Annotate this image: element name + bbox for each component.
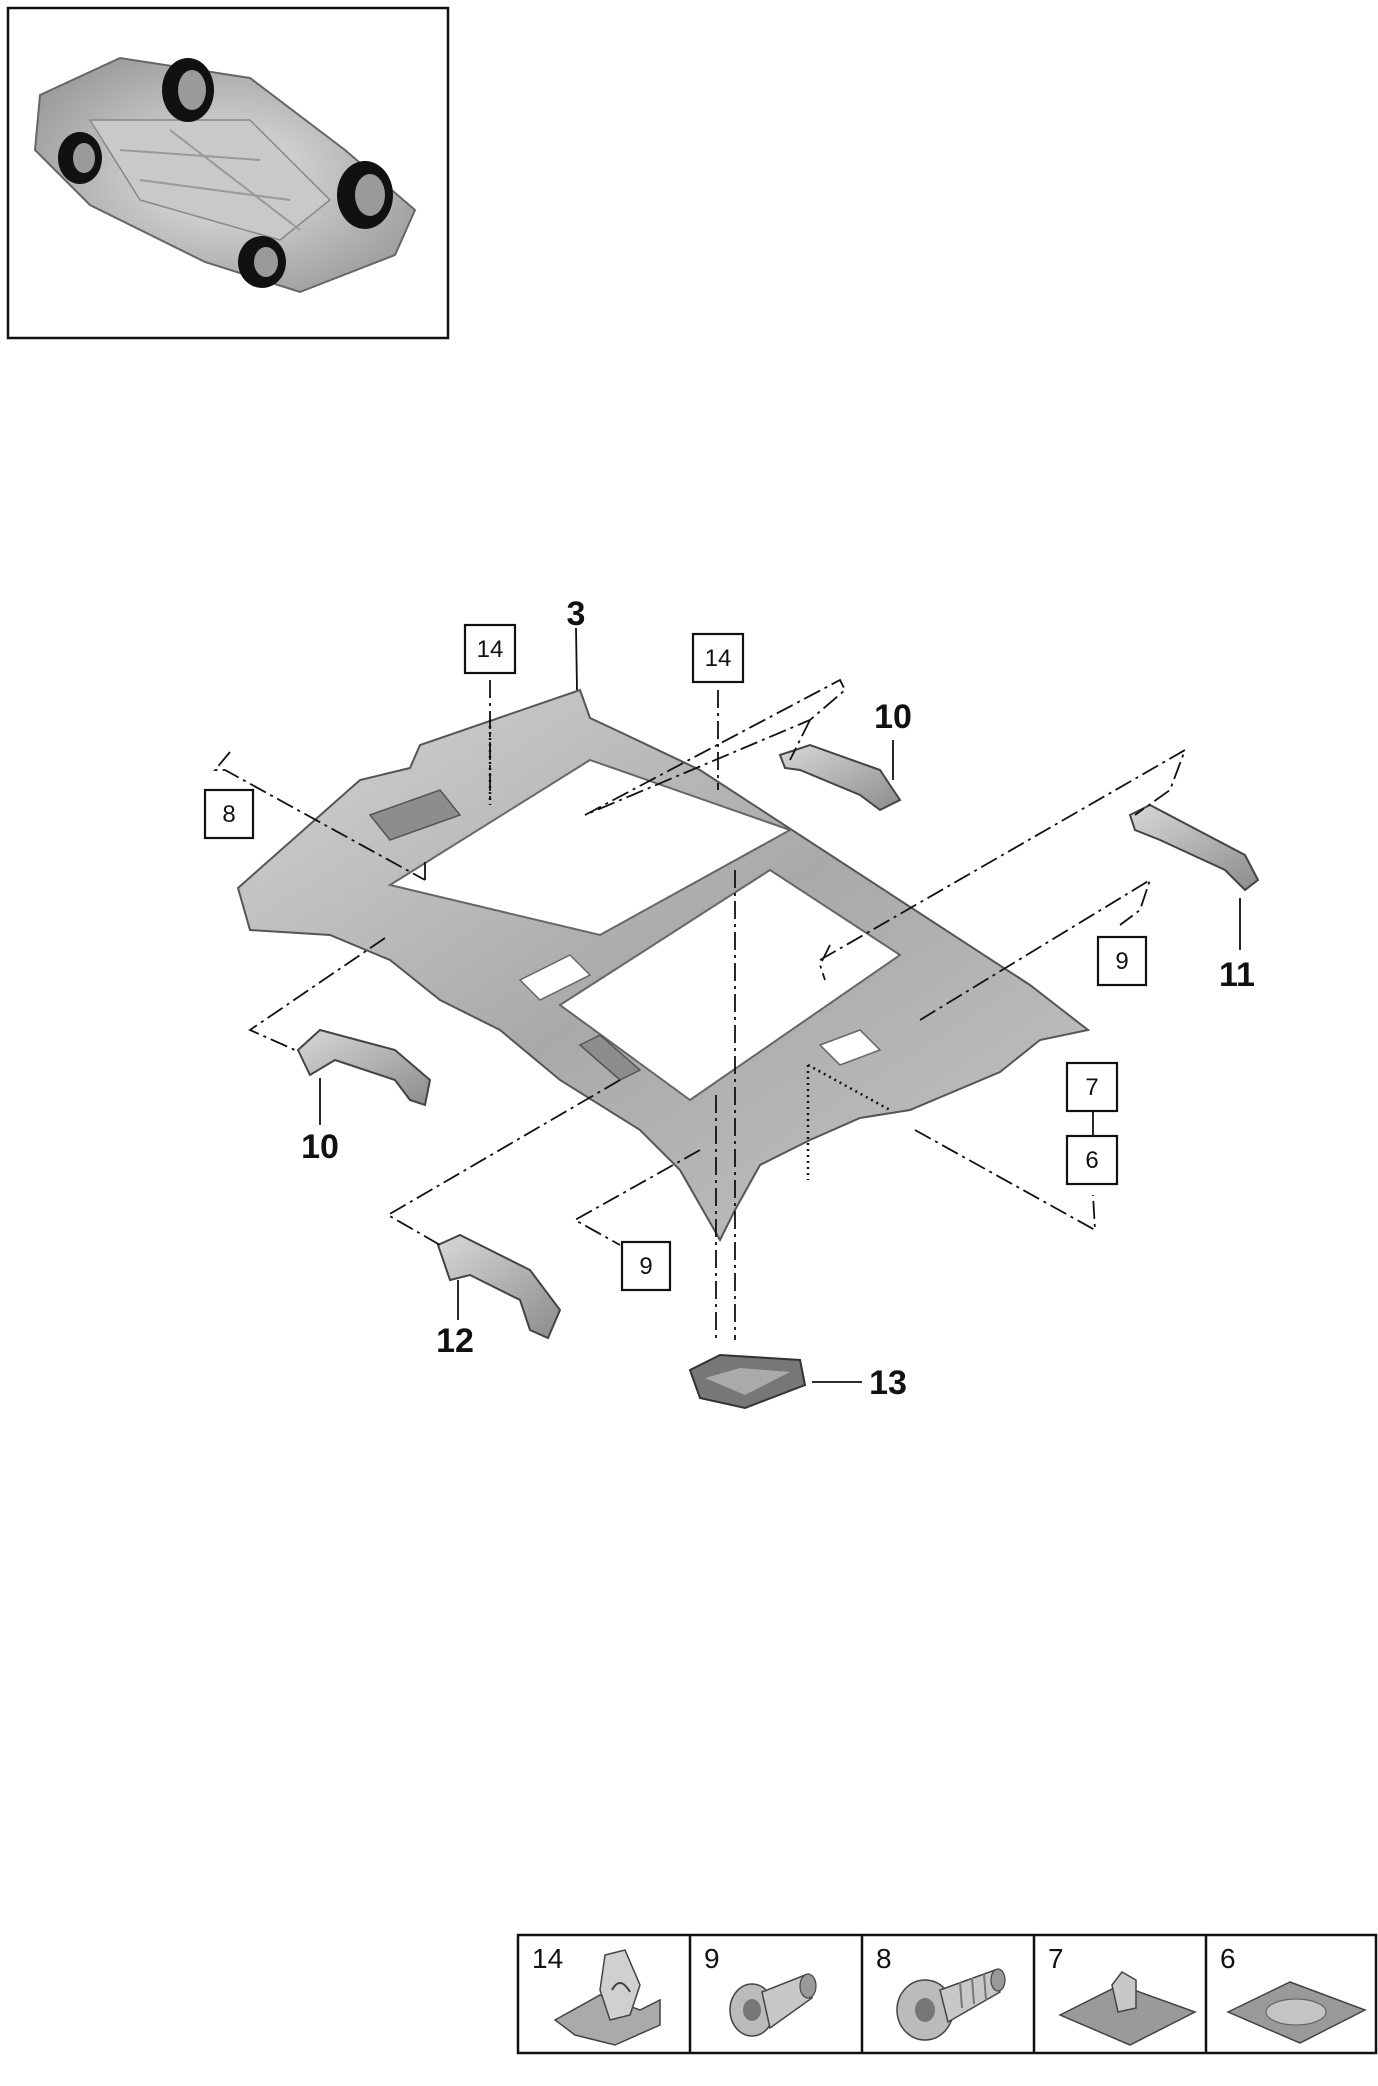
pad-with-clip-icon — [1058, 1971, 1197, 2046]
box-ref-label: 9 — [639, 1253, 652, 1280]
vehicle-thumbnail — [6, 6, 450, 340]
callout-10-left: 10 — [301, 1128, 339, 1166]
grab-handle-part — [296, 1028, 432, 1107]
legend-number: 6 — [1220, 1943, 1236, 1974]
fastener-legend: 14 9 8 7 6 — [516, 1933, 1378, 2055]
assembly-lines — [213, 678, 1187, 1340]
callout-13: 13 — [869, 1364, 907, 1402]
legend-number: 14 — [532, 1943, 563, 1974]
box-ref-14-left: 14 — [463, 623, 517, 675]
cover-part — [688, 1353, 807, 1410]
wheel-icon — [58, 132, 102, 184]
screw-icon — [729, 1973, 817, 2037]
legend-number: 7 — [1048, 1943, 1064, 1974]
dotted-clip-lines — [488, 720, 891, 1180]
box-ref-9-bottom: 9 — [620, 1240, 672, 1292]
legend-number: 9 — [704, 1943, 720, 1974]
headliner-part — [236, 688, 1091, 1243]
wheel-icon — [162, 58, 214, 122]
box-ref-8: 8 — [203, 788, 255, 840]
box-ref-7: 7 — [1065, 1061, 1119, 1113]
box-ref-label: 6 — [1085, 1147, 1098, 1174]
callout-3: 3 — [567, 595, 586, 633]
callout-10-top: 10 — [874, 698, 912, 736]
clip-icon — [553, 1949, 661, 2046]
pad-icon — [1226, 1981, 1367, 2044]
box-ref-label: 9 — [1115, 948, 1128, 975]
grab-handle-part — [1128, 803, 1260, 892]
stud-bolt-icon — [896, 1968, 1006, 2041]
box-ref-label: 14 — [477, 636, 504, 663]
grab-handle-part — [436, 1233, 562, 1340]
box-ref-9-right: 9 — [1096, 935, 1148, 987]
box-ref-label: 14 — [705, 645, 732, 672]
box-ref-label: 7 — [1085, 1074, 1098, 1101]
box-ref-6: 6 — [1065, 1134, 1119, 1186]
callout-12: 12 — [436, 1322, 474, 1360]
grab-handle-part — [778, 743, 902, 812]
legend-number: 8 — [876, 1943, 892, 1974]
wheel-icon — [238, 236, 286, 288]
callout-11: 11 — [1219, 956, 1255, 994]
leader-lines — [319, 627, 1241, 1383]
box-ref-label: 8 — [222, 801, 235, 828]
wheel-icon — [337, 161, 393, 229]
box-ref-14-right: 14 — [691, 632, 745, 684]
